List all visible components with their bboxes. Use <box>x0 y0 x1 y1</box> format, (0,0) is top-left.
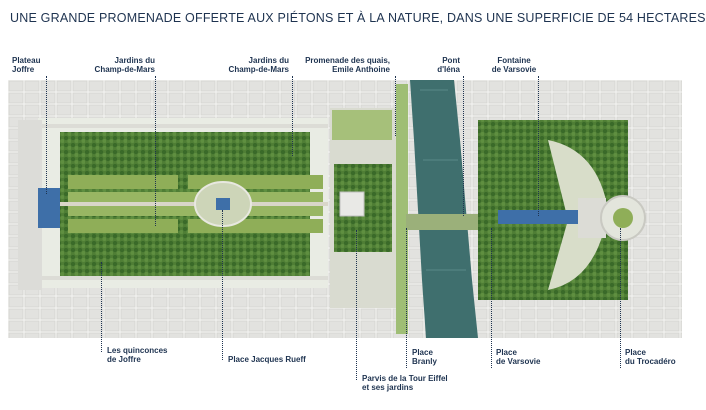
label-parvis-tour-eiffel: Parvis de la Tour Eiffel et ses jardins <box>362 374 448 392</box>
leader-place-branly <box>406 228 407 368</box>
label-place-du-trocadero: Place du Trocadéro <box>625 348 676 366</box>
label-jardins-champ-de-mars-1: Jardins du Champ-de-Mars <box>94 56 155 74</box>
leader-quinconces <box>101 262 102 352</box>
leader-jardins-1 <box>155 76 156 226</box>
leader-pont-d-iena <box>463 76 464 216</box>
pont-d-iena <box>406 214 486 230</box>
label-place-jacques-rueff: Place Jacques Rueff <box>228 355 306 364</box>
leader-plateau-joffre <box>46 76 47 194</box>
label-place-de-varsovie: Place de Varsovie <box>496 348 541 366</box>
label-place-branly: Place Branly <box>412 348 437 366</box>
label-fontaine-de-varsovie: Fontaine de Varsovie <box>491 56 537 74</box>
fontaine-de-varsovie <box>498 210 578 224</box>
leader-fontaine <box>538 76 539 216</box>
site-plan-map <box>8 80 682 338</box>
page-title: UNE GRANDE PROMENADE OFFERTE AUX PIÉTONS… <box>10 11 706 25</box>
leader-place-jacques-rueff <box>222 210 223 360</box>
label-promenade-quais: Promenade des quais, Emile Anthoine <box>305 56 390 74</box>
plaza-pool <box>216 198 230 210</box>
label-jardins-champ-de-mars-2: Jardins du Champ-de-Mars <box>228 56 289 74</box>
label-quinconces-de-joffre: Les quinconces de Joffre <box>107 346 168 364</box>
tour-eiffel-footprint <box>339 191 365 217</box>
leader-place-de-varsovie <box>491 228 492 368</box>
label-plateau-joffre: Plateau Joffre <box>12 56 41 74</box>
river-seine <box>410 80 478 338</box>
leader-place-du-trocadero <box>620 228 621 368</box>
leader-jardins-2 <box>292 76 293 156</box>
plateau-joffre-roof <box>38 188 60 228</box>
quais-promenade <box>396 84 408 334</box>
label-pont-d-iena: Pont d'Iéna <box>437 56 460 74</box>
leader-parvis <box>356 230 357 380</box>
leader-promenade <box>395 76 396 136</box>
